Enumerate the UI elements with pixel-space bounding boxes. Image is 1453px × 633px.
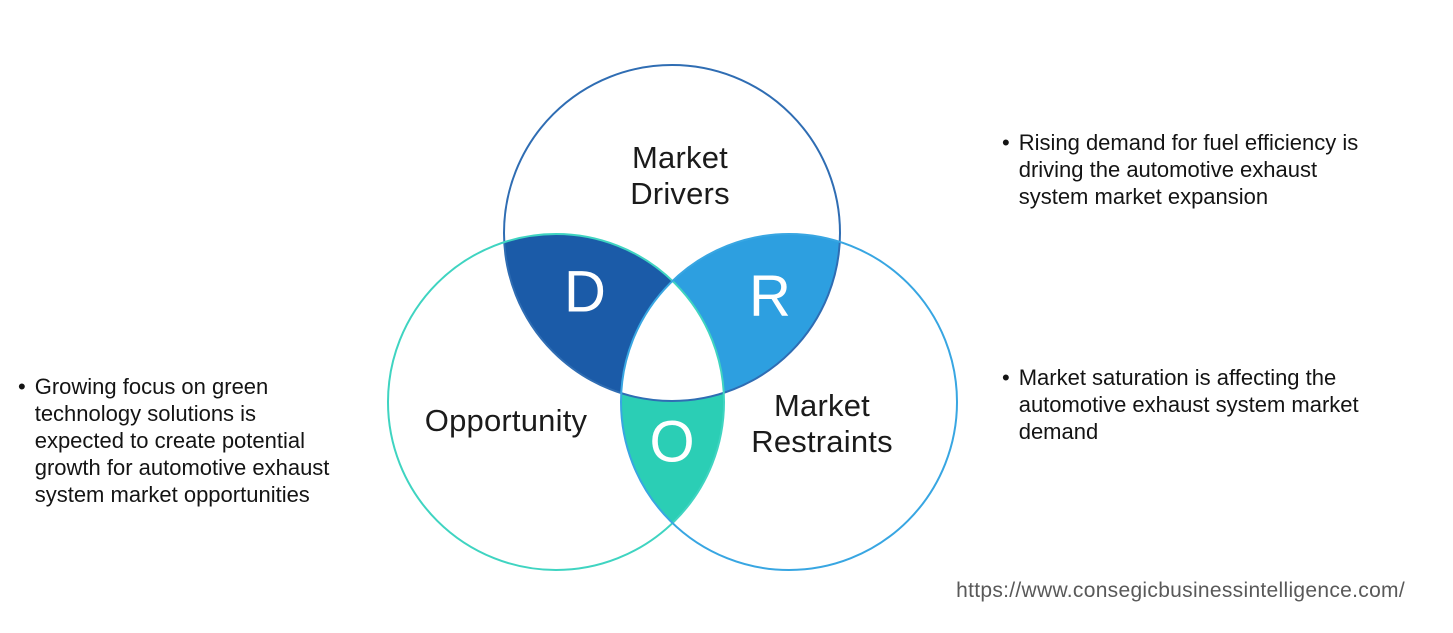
opportunity-bullet-item: • Growing focus on green technology solu… (18, 373, 378, 508)
bullet-marker-icon: • (1002, 365, 1010, 390)
market-restraints-label: Market Restraints (751, 388, 893, 459)
opportunity-label: Opportunity (424, 403, 588, 438)
region-r-fill (621, 234, 840, 401)
restraints-bullet-text: Market saturation is affecting the autom… (1018, 365, 1359, 444)
opportunity-circle-outline (387, 233, 725, 571)
region-letter-o: O (649, 409, 695, 475)
drivers-bullet-item: • Rising demand for fuel efficiency is d… (1002, 129, 1422, 210)
region-letter-d: D (564, 259, 606, 325)
restraints-bullet-item: • Market saturation is affecting the aut… (1002, 364, 1422, 445)
market-drivers-label: Market Drivers (630, 140, 730, 211)
bullet-marker-icon: • (18, 374, 26, 399)
opportunity-bullet-text: Growing focus on green technology soluti… (34, 374, 330, 507)
bullet-marker-icon: • (1002, 130, 1010, 155)
drivers-circle-outline (503, 64, 841, 402)
region-letter-r: R (749, 263, 791, 329)
restraints-circle-outline (620, 233, 958, 571)
drivers-bullet-text: Rising demand for fuel efficiency is dri… (1018, 130, 1359, 209)
source-url: https://www.consegicbusinessintelligence… (956, 579, 1405, 602)
region-d-fill (504, 234, 724, 401)
